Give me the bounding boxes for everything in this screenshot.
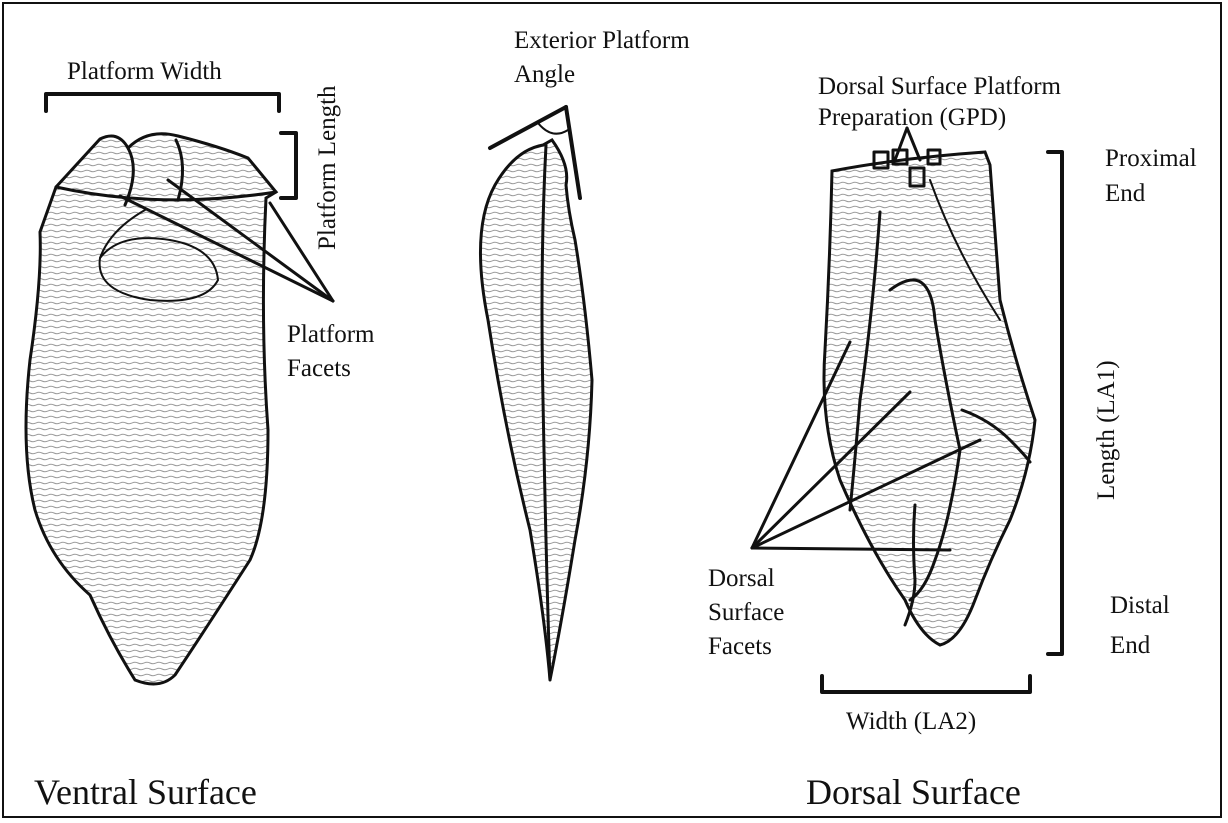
exterior-angle-label-line2: Angle <box>514 58 575 92</box>
platform-length-label: Platform Length <box>311 85 345 250</box>
proximal-end-label-line1: Proximal <box>1105 142 1197 176</box>
dorsal-facets-label-line3: Facets <box>708 630 772 664</box>
platform-length-bracket <box>281 133 296 198</box>
length-label: Length (LA1) <box>1090 360 1124 500</box>
lateral-profile-outline <box>480 140 592 680</box>
exterior-angle-arc <box>538 123 568 134</box>
gpd-label-line1: Dorsal Surface Platform <box>818 70 1061 104</box>
length-bracket <box>1048 152 1062 654</box>
width-bracket <box>822 676 1030 692</box>
dorsal-facets-label-line2: Surface <box>708 596 784 630</box>
exterior-angle-label-line1: Exterior Platform <box>514 24 690 58</box>
dorsal-flake <box>824 152 1035 645</box>
lateral-profile <box>480 140 592 680</box>
dorsal-surface-title: Dorsal Surface <box>806 772 1021 812</box>
distal-end-label-line1: Distal <box>1110 589 1170 623</box>
platform-width-bracket <box>46 94 279 111</box>
exterior-angle-line-2 <box>566 107 580 198</box>
platform-facets-label-line2: Facets <box>287 352 351 386</box>
ventral-flake-outline <box>26 134 276 684</box>
platform-width-label: Platform Width <box>67 55 222 89</box>
ventral-surface-title: Ventral Surface <box>34 772 257 812</box>
gpd-label-line2: Preparation (GPD) <box>818 101 1006 135</box>
distal-end-label-line2: End <box>1110 629 1150 663</box>
platform-facets-label-line1: Platform <box>287 318 375 352</box>
width-label: Width (LA2) <box>846 705 976 739</box>
proximal-end-label-line2: End <box>1105 177 1145 211</box>
dorsal-facets-label-line1: Dorsal <box>708 562 775 596</box>
ventral-flake <box>26 134 276 684</box>
